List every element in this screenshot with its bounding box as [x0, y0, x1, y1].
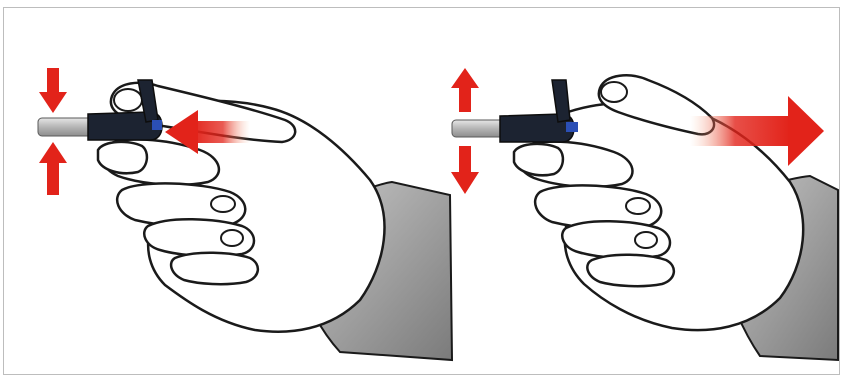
arrow-down-icon	[451, 146, 479, 194]
fingernail	[626, 198, 650, 214]
right-panel	[451, 68, 838, 360]
arrow-up-icon	[39, 142, 67, 195]
left-panel	[38, 68, 452, 360]
finger-tip-lower	[514, 144, 563, 175]
thumbnail	[601, 82, 627, 102]
tool-tip	[452, 120, 506, 137]
arrow-up-icon	[451, 68, 479, 112]
finger-little	[587, 255, 674, 286]
finger-little	[171, 253, 258, 284]
arrow-down-icon	[39, 68, 67, 113]
tool-accent	[152, 120, 162, 130]
thumbnail	[114, 89, 142, 111]
tool-tip	[38, 118, 94, 136]
fingernail	[635, 232, 657, 248]
tool-accent	[566, 122, 578, 132]
fingernail	[211, 196, 235, 212]
fingernail	[221, 230, 243, 246]
finger-tip-lower	[98, 142, 147, 173]
